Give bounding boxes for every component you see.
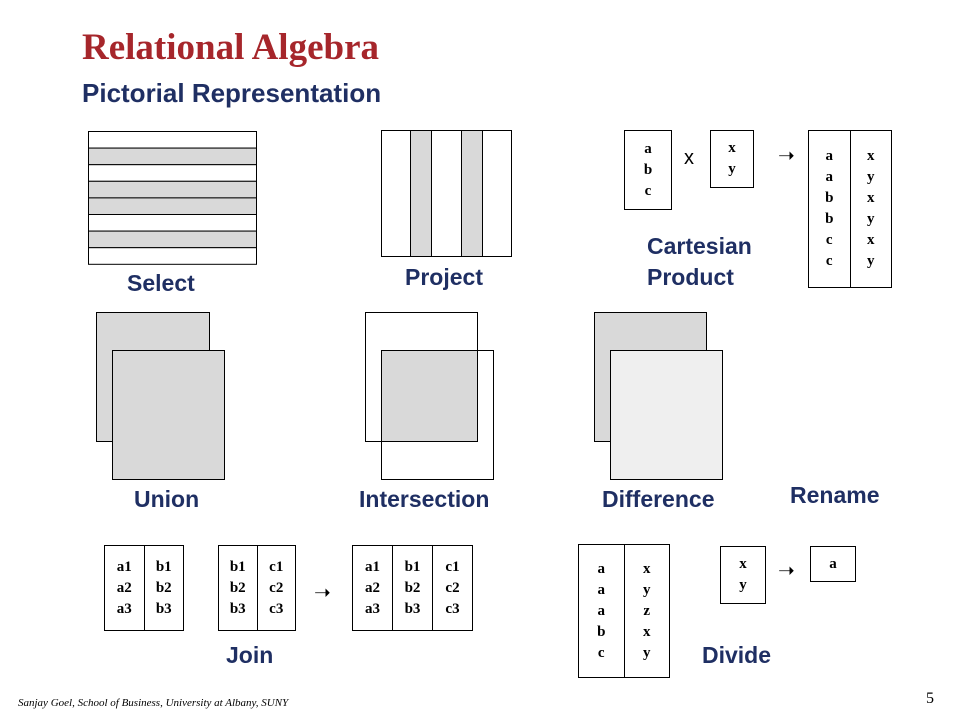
project-column-selected xyxy=(410,130,432,257)
union-label: Union xyxy=(134,486,200,512)
join-result: a1 a2 a3 b1 b2 b3 c1 c2 c3 xyxy=(352,545,473,631)
cell: x xyxy=(728,140,736,156)
cell: x xyxy=(867,190,875,206)
project-column-selected xyxy=(461,130,483,257)
cell: y xyxy=(728,161,736,177)
cell: z xyxy=(643,602,651,619)
cell: c1 xyxy=(445,558,460,575)
slide-subtitle: Pictorial Representation xyxy=(82,78,382,108)
divide-result: a xyxy=(810,546,856,582)
cell: c2 xyxy=(445,579,460,596)
select-diagram xyxy=(88,131,257,265)
select-row-selected xyxy=(88,230,257,249)
cartesian-relation-r: a b c xyxy=(624,130,672,210)
project-frame xyxy=(381,130,512,257)
cell: y xyxy=(643,581,651,598)
cell: y xyxy=(867,211,875,227)
cell: a2 xyxy=(116,579,132,596)
cell: a1 xyxy=(116,558,132,575)
arrow-icon: ➝ xyxy=(778,145,795,167)
cell: y xyxy=(867,253,875,269)
intersection-overlap xyxy=(381,350,478,442)
cell: x xyxy=(867,148,875,164)
cell: x xyxy=(867,232,875,248)
cell: b2 xyxy=(404,579,421,596)
cell: c xyxy=(597,644,605,661)
join-relation-s: b1 b2 b3 c1 c2 c3 xyxy=(218,545,296,631)
select-row xyxy=(88,214,257,232)
cell: b3 xyxy=(155,600,172,617)
cell: b xyxy=(825,190,834,206)
join-relation-r: a1 a2 a3 b1 b2 b3 xyxy=(104,545,184,631)
footer-credit: Sanjay Goel, School of Business, Univers… xyxy=(18,697,289,709)
cartesian-label-line2: Product xyxy=(647,264,734,290)
cell: c xyxy=(825,232,833,248)
cell: a xyxy=(829,555,837,572)
arrow-icon: ➝ xyxy=(314,582,331,604)
cell: x xyxy=(643,560,651,577)
cell: a xyxy=(597,581,606,598)
cell: b3 xyxy=(404,600,421,617)
cell: b2 xyxy=(155,579,172,596)
rename-label: Rename xyxy=(790,482,880,508)
divide-label: Divide xyxy=(702,642,772,668)
union-set-b xyxy=(112,350,225,480)
intersection-label: Intersection xyxy=(359,486,490,512)
cartesian-result: a a b b c c x y x y x y xyxy=(808,130,892,288)
cell: c3 xyxy=(445,600,460,617)
cell: b xyxy=(825,211,834,227)
cell: c xyxy=(644,182,652,199)
cell: b xyxy=(643,161,653,178)
difference-label: Difference xyxy=(602,486,715,512)
cell: b3 xyxy=(229,600,246,617)
cell: a xyxy=(825,169,834,185)
cell: y xyxy=(643,644,651,661)
times-symbol: x xyxy=(684,147,694,169)
cell: b1 xyxy=(155,558,172,575)
select-row-selected xyxy=(88,147,257,166)
select-row xyxy=(88,247,257,265)
select-row-selected xyxy=(88,197,257,216)
cell: x xyxy=(643,623,651,640)
page-number: 5 xyxy=(926,690,934,707)
arrow-icon: ➝ xyxy=(778,560,795,582)
cartesian-relation-s: x y xyxy=(710,130,754,188)
cell: a1 xyxy=(365,558,380,575)
select-row xyxy=(88,131,257,149)
cell: c xyxy=(825,253,833,269)
divide-relation-r: a a a b c x y z x y xyxy=(578,544,670,678)
cartesian-label-line1: Cartesian xyxy=(647,233,752,259)
cell: a3 xyxy=(116,600,132,617)
cell: c3 xyxy=(269,600,284,617)
difference-set-b xyxy=(610,350,723,480)
cell: b1 xyxy=(229,558,246,575)
cell: y xyxy=(867,169,875,185)
cell: c2 xyxy=(269,579,284,596)
join-label: Join xyxy=(226,642,274,668)
cell: a2 xyxy=(365,579,380,596)
project-diagram xyxy=(381,130,512,257)
select-label: Select xyxy=(127,270,195,296)
cell: a xyxy=(597,560,606,577)
divide-relation-s: x y xyxy=(720,546,766,604)
cell: b1 xyxy=(404,558,421,575)
cartesian-product-label: Cartesian Product xyxy=(647,231,752,293)
cell: a xyxy=(644,140,652,157)
cell: a xyxy=(825,148,834,164)
slide-title: Relational Algebra xyxy=(82,27,380,68)
select-row-selected xyxy=(88,180,257,199)
cell: x xyxy=(739,556,747,572)
select-row xyxy=(88,164,257,182)
cell: a3 xyxy=(365,600,380,617)
cell: b2 xyxy=(229,579,246,596)
cell: b xyxy=(597,623,606,640)
cell: c1 xyxy=(269,558,284,575)
cell: a xyxy=(597,602,606,619)
cell: y xyxy=(739,577,747,593)
project-label: Project xyxy=(405,264,483,290)
